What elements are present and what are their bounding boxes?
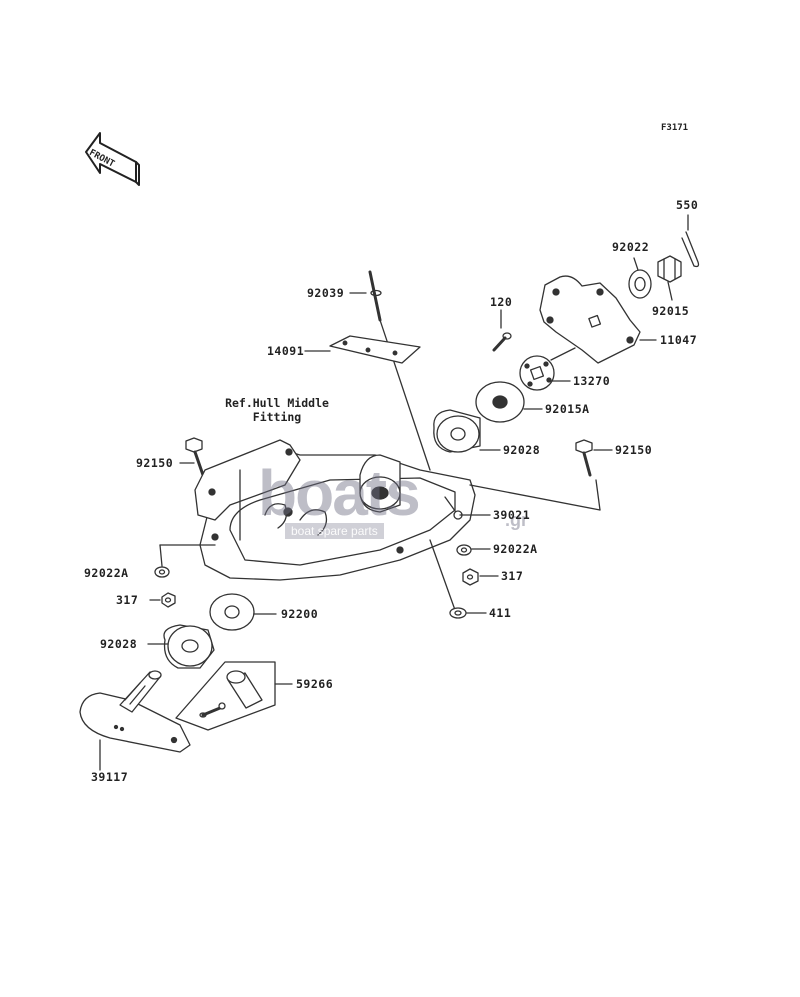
figure-code: F3171 — [661, 123, 689, 133]
ref-note: Ref.Hull Middle Fitting — [212, 396, 342, 425]
front-arrow-icon — [85, 132, 140, 186]
washer-92022A-right — [456, 544, 491, 556]
part-label-14091[interactable]: 14091 — [267, 344, 305, 358]
part-label-92150-right[interactable]: 92150 — [615, 443, 653, 457]
ref-note-line-2: Fitting — [252, 410, 302, 425]
part-label-92022[interactable]: 92022 — [612, 240, 650, 254]
plate-14091 — [304, 335, 421, 364]
shaft-plate-39117 — [79, 670, 191, 771]
castle-nut-92015 — [657, 255, 682, 301]
part-label-92150-left[interactable]: 92150 — [136, 456, 174, 470]
washer-92200 — [209, 593, 277, 631]
rubber-mount-92028-top — [433, 409, 501, 453]
kit-59266 — [175, 661, 293, 731]
part-label-92015[interactable]: 92015 — [652, 304, 690, 318]
mount-92015A — [475, 381, 543, 423]
part-label-92039[interactable]: 92039 — [307, 286, 345, 300]
part-label-317-left[interactable]: 317 — [116, 593, 139, 607]
washer-92022 — [628, 257, 652, 299]
cotter-pin-550 — [681, 214, 700, 268]
part-label-59266[interactable]: 59266 — [296, 677, 334, 691]
part-label-92028-top[interactable]: 92028 — [503, 443, 541, 457]
hull-middle-fitting — [159, 439, 601, 611]
bolt-92150-right — [575, 439, 613, 511]
part-label-317-right[interactable]: 317 — [501, 569, 524, 583]
washer-411 — [449, 607, 487, 619]
screw-120 — [492, 309, 512, 352]
disc-13270 — [519, 347, 576, 391]
part-label-92200[interactable]: 92200 — [281, 607, 319, 621]
part-label-92022A-right[interactable]: 92022A — [493, 542, 538, 556]
ref-note-line-1: Ref.Hull Middle — [225, 396, 329, 410]
nut-317-left — [149, 592, 176, 608]
part-label-92022A-left[interactable]: 92022A — [84, 566, 129, 580]
part-label-39117[interactable]: 39117 — [91, 770, 129, 784]
watermark-suffix: .gr — [505, 510, 529, 530]
part-label-92015A[interactable]: 92015A — [545, 402, 590, 416]
rubber-mount-92028-bottom — [147, 624, 215, 669]
bracket-11047 — [539, 275, 657, 364]
watermark-main: boats — [258, 457, 421, 529]
bolt-92150-left — [179, 437, 205, 477]
part-label-11047[interactable]: 11047 — [660, 333, 698, 347]
pin-92039 — [349, 270, 431, 471]
part-label-39021[interactable]: 39021 — [493, 508, 531, 522]
washer-92022A-left — [154, 544, 170, 578]
watermark-sub: boat spare parts — [285, 523, 384, 539]
part-label-120[interactable]: 120 — [490, 295, 513, 309]
part-label-550[interactable]: 550 — [676, 198, 699, 212]
part-label-411[interactable]: 411 — [489, 606, 512, 620]
nut-317-right — [462, 568, 499, 586]
part-label-13270[interactable]: 13270 — [573, 374, 611, 388]
part-label-92028-bottom[interactable]: 92028 — [100, 637, 138, 651]
